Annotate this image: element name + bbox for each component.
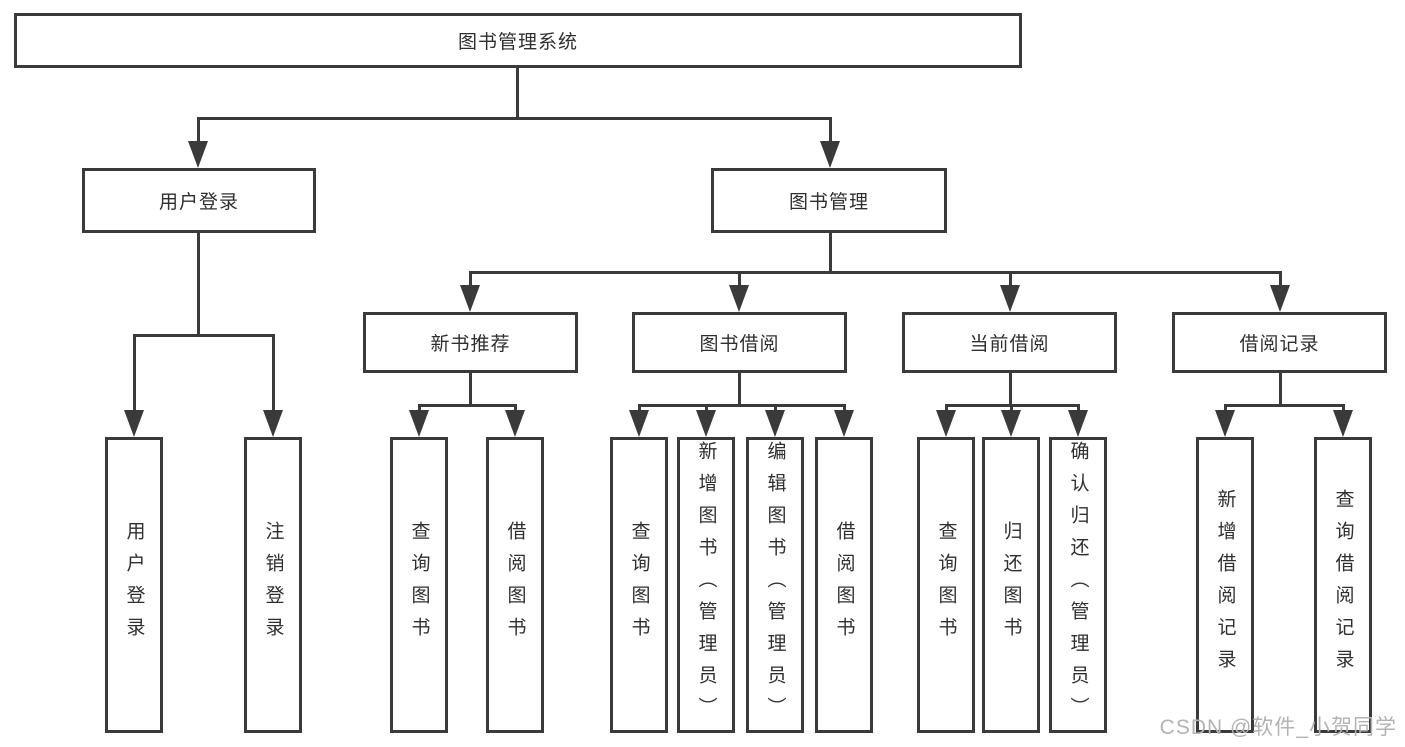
connector-line [638,404,846,407]
arrow-down-icon [263,410,283,437]
connector-line [945,404,1080,407]
connector-line [1224,404,1345,407]
connector-line [1279,373,1282,406]
arrow-down-icon [629,410,649,437]
node-current-borrowing: 当前借阅 [902,312,1117,373]
csdn-watermark: CSDN @软件_小贺同学 [1159,716,1397,739]
leaf-borrow-books-recommend: 借阅图书 [486,437,544,733]
leaf-label: 用户登录 [123,521,145,649]
leaf-label: 注销登录 [262,521,284,649]
leaf-label: 借阅图书 [504,521,526,649]
arrow-down-icon [729,285,749,312]
arrow-down-icon [696,410,716,437]
node-borrowing-records: 借阅记录 [1172,312,1387,373]
connector-line [1009,273,1012,287]
leaf-label: 查询图书 [628,521,650,649]
arrow-down-icon [505,410,525,437]
arrow-down-icon [188,141,208,168]
leaf-add-borrow-record: 新增借阅记录 [1196,437,1254,733]
connector-line [418,404,517,407]
connector-line [829,119,832,145]
arrow-down-icon [1001,410,1021,437]
node-new-book-recommend: 新书推荐 [363,312,578,373]
arrow-down-icon [834,410,854,437]
connector-line [1279,273,1282,287]
node-book-management: 图书管理 [711,168,947,233]
leaf-label: 确认归还（管理员） [1067,441,1089,729]
leaf-add-books-admin: 新增图书（管理员） [677,437,735,733]
leaf-edit-books-admin: 编辑图书（管理员） [746,437,804,733]
connector-line [469,271,1282,274]
arrow-down-icon [124,410,144,437]
leaf-label: 查询图书 [935,521,957,649]
arrow-down-icon [765,410,785,437]
leaf-label: 新增借阅记录 [1214,489,1236,681]
connector-line [829,233,832,273]
leaf-label: 借阅图书 [833,521,855,649]
connector-line [133,334,275,337]
leaf-return-books: 归还图书 [982,437,1040,733]
arrow-down-icon [409,410,429,437]
connector-line [272,336,275,412]
leaf-label: 新增图书（管理员） [695,441,717,729]
connector-line [197,233,200,335]
connector-line [1009,373,1012,406]
arrow-down-icon [1068,410,1088,437]
arrow-down-icon [1333,410,1353,437]
connector-line [738,273,741,287]
node-root-library-system: 图书管理系统 [14,13,1022,68]
arrow-down-icon [820,141,840,168]
connector-line [133,336,136,412]
node-book-borrowing: 图书借阅 [632,312,847,373]
arrow-down-icon [1215,410,1235,437]
leaf-query-books-recommend: 查询图书 [390,437,448,733]
arrow-down-icon [1270,285,1290,312]
leaf-query-books-current: 查询图书 [917,437,975,733]
arrow-down-icon [936,410,956,437]
node-user-login: 用户登录 [82,168,316,233]
connector-line [469,273,472,287]
arrow-down-icon [1000,285,1020,312]
connector-line [516,68,519,119]
leaf-label: 归还图书 [1000,521,1022,649]
leaf-user-login: 用户登录 [105,437,163,733]
connector-line [197,117,832,120]
leaf-label: 编辑图书（管理员） [764,441,786,729]
leaf-label: 查询图书 [408,521,430,649]
connector-line [738,373,741,406]
leaf-label: 查询借阅记录 [1332,489,1354,681]
leaf-borrow-books-borrowing: 借阅图书 [815,437,873,733]
arrow-down-icon [460,285,480,312]
leaf-query-borrow-record: 查询借阅记录 [1314,437,1372,733]
connector-line [469,373,472,406]
leaf-confirm-return-admin: 确认归还（管理员） [1049,437,1107,733]
connector-line [197,119,200,145]
leaf-logout: 注销登录 [244,437,302,733]
leaf-query-books-borrowing: 查询图书 [610,437,668,733]
